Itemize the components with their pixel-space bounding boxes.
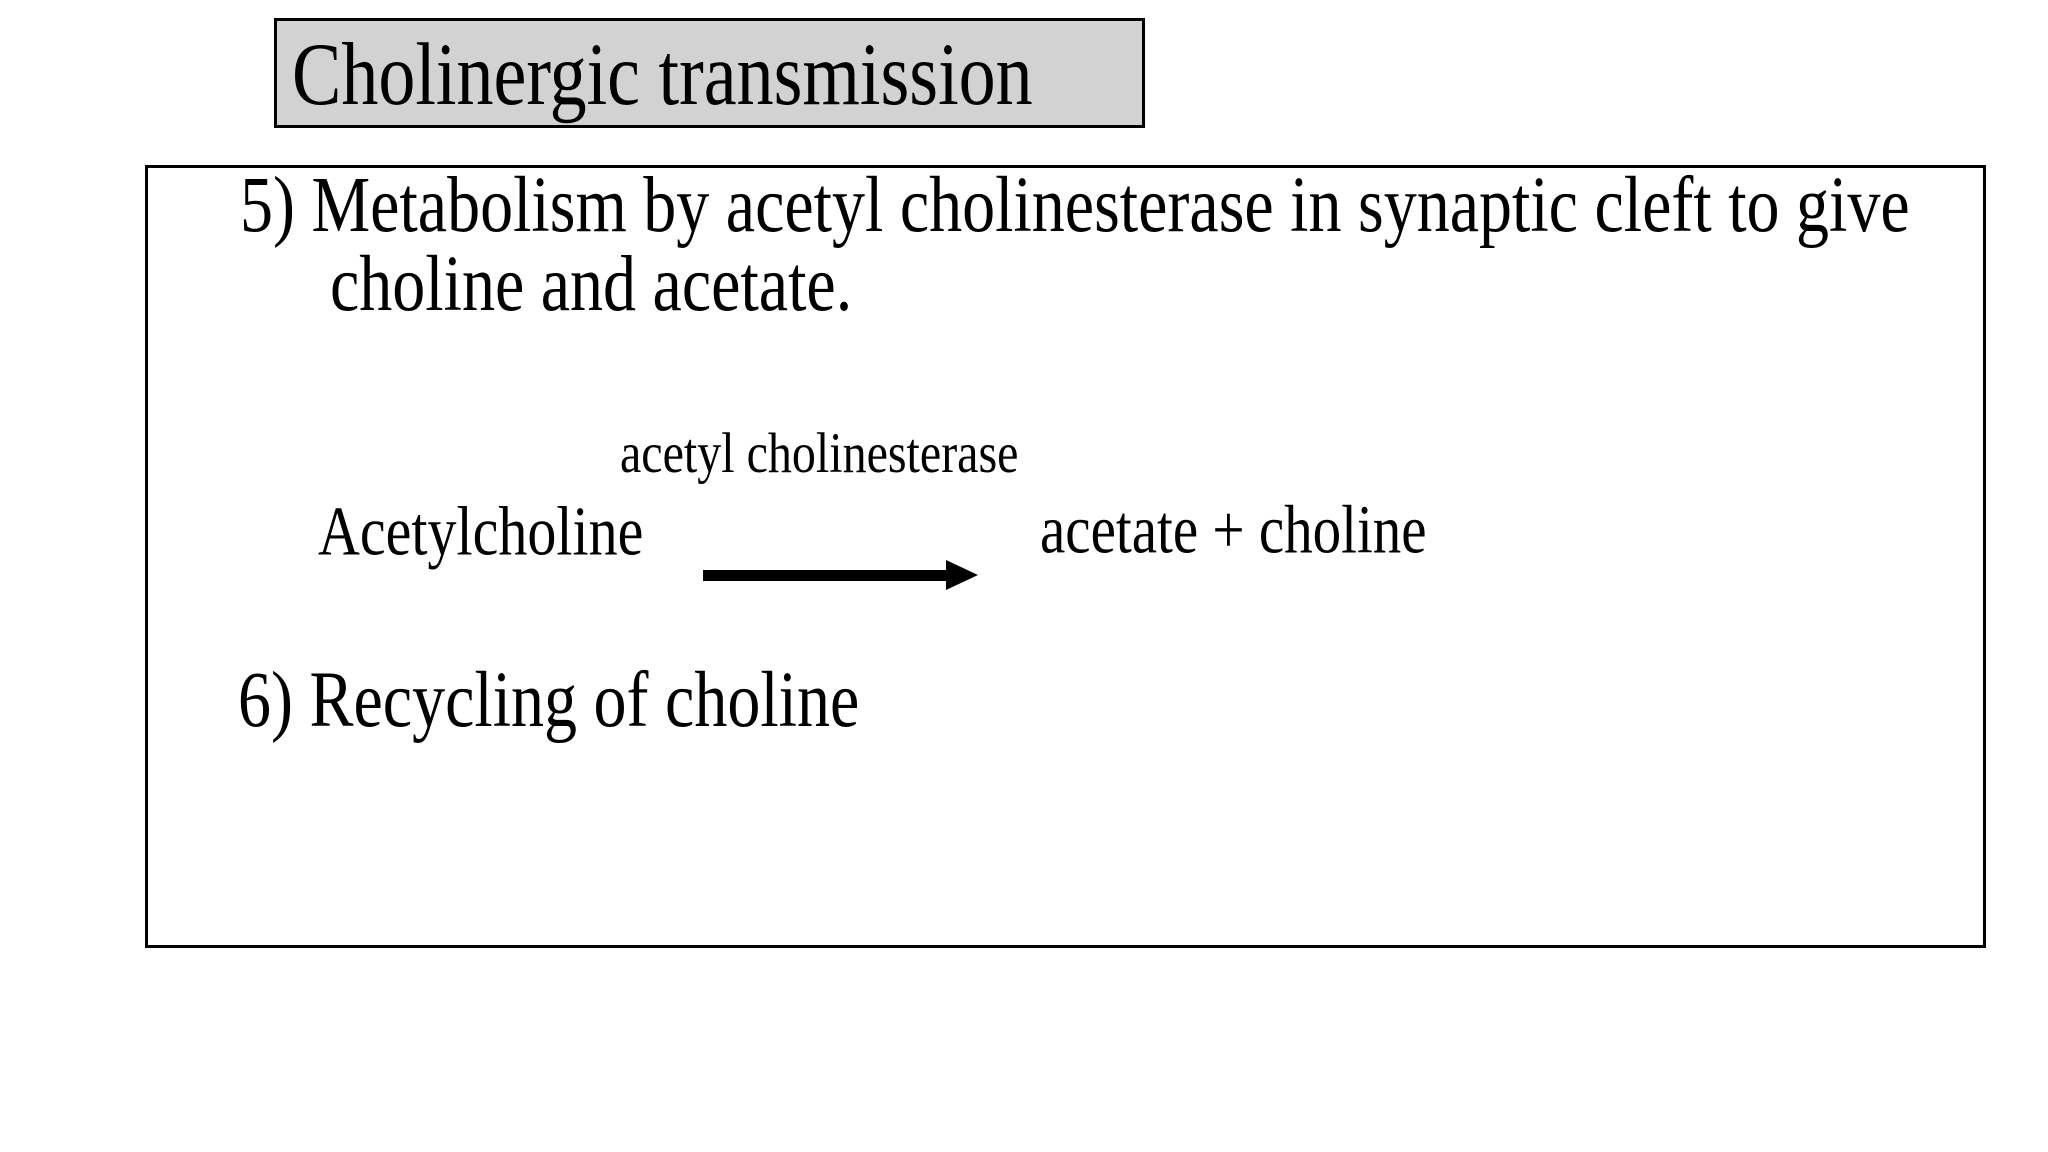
products-label: acetate + choline <box>1040 492 1427 568</box>
right-arrow-icon <box>946 560 978 590</box>
slide-title: Cholinergic transmission <box>292 26 1033 125</box>
bullet-item-5-line-2: choline and acetate. <box>330 240 853 328</box>
title-box <box>274 18 1145 128</box>
bullet-item-6: 6) Recycling of choline <box>238 656 860 744</box>
content-panel <box>145 165 1986 948</box>
reactant-label: Acetylcholine <box>318 492 644 571</box>
bullet-item-5-line-1: 5) Metabolism by acetyl cholinesterase i… <box>240 161 1910 249</box>
bullet-item-5: 5) Metabolism by acetyl cholinesterase i… <box>240 161 1910 328</box>
enzyme-label: acetyl cholinesterase <box>620 421 1019 485</box>
arrow-shaft <box>703 570 948 581</box>
